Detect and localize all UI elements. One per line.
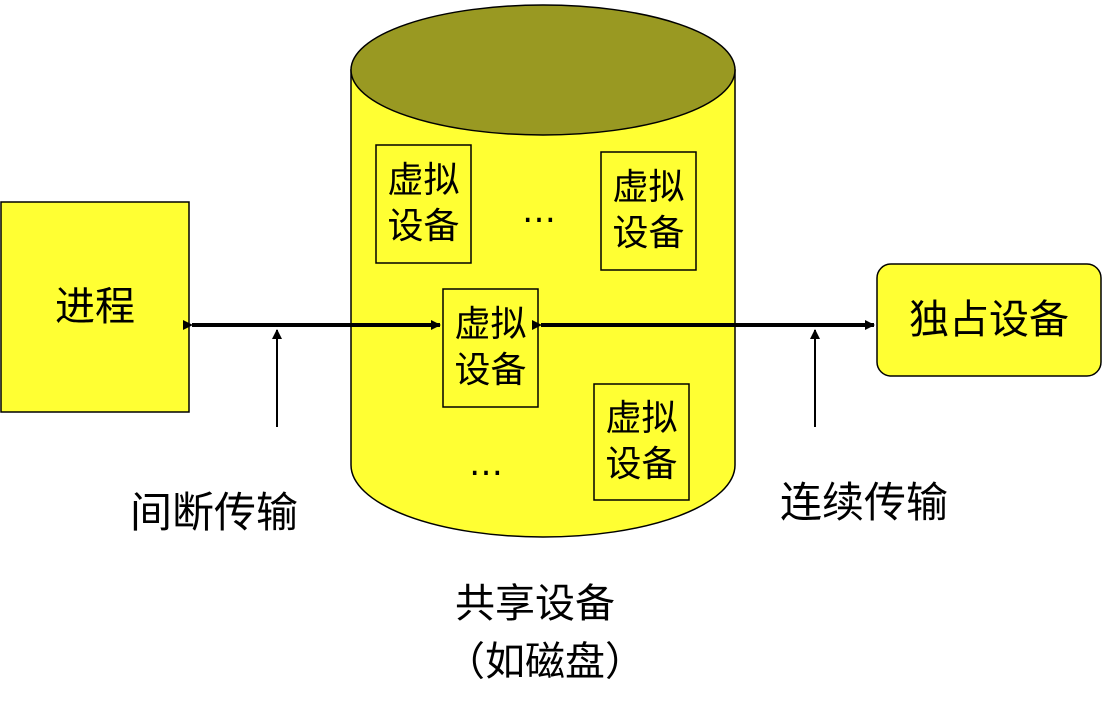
virtual-device-box-2 [600,151,697,271]
virtual-device-line1: 虚拟 [612,167,685,208]
virtual-device-line2: 设备 [387,206,460,247]
shared-device-label: 共享设备 [455,581,615,627]
cylinder-body [350,69,736,538]
virtual-device-label-4: 虚拟 设备 [594,396,689,488]
virtual-device-label-1: 虚拟 设备 [376,158,471,250]
shared-device-cylinder [350,4,736,538]
intermittent-transfer-label: 间断传输 [130,488,299,537]
shared-device-example-label: （如磁盘） [445,639,645,685]
virtual-device-line2: 设备 [612,213,685,254]
virtual-device-line2: 设备 [454,350,527,391]
continuous-transfer-label: 连续传输 [780,478,949,527]
exclusive-device-box [876,263,1102,377]
virtual-device-line2: 设备 [605,444,678,485]
process-box [0,201,190,413]
ellipsis-lower: … [469,444,505,484]
virtual-device-label-2: 虚拟 设备 [601,165,696,257]
virtual-device-box-3 [442,288,539,408]
virtual-device-box-1 [375,144,472,264]
cylinder-top [350,4,736,136]
process-label: 进程 [55,284,135,330]
virtual-device-line1: 虚拟 [454,304,527,345]
ellipsis-upper: … [522,191,558,231]
exclusive-device-label: 独占设备 [909,297,1069,343]
virtual-device-label-3: 虚拟 设备 [443,302,538,394]
virtual-device-line1: 虚拟 [605,398,678,439]
virtual-device-box-4 [593,383,690,501]
virtual-device-line1: 虚拟 [387,160,460,201]
